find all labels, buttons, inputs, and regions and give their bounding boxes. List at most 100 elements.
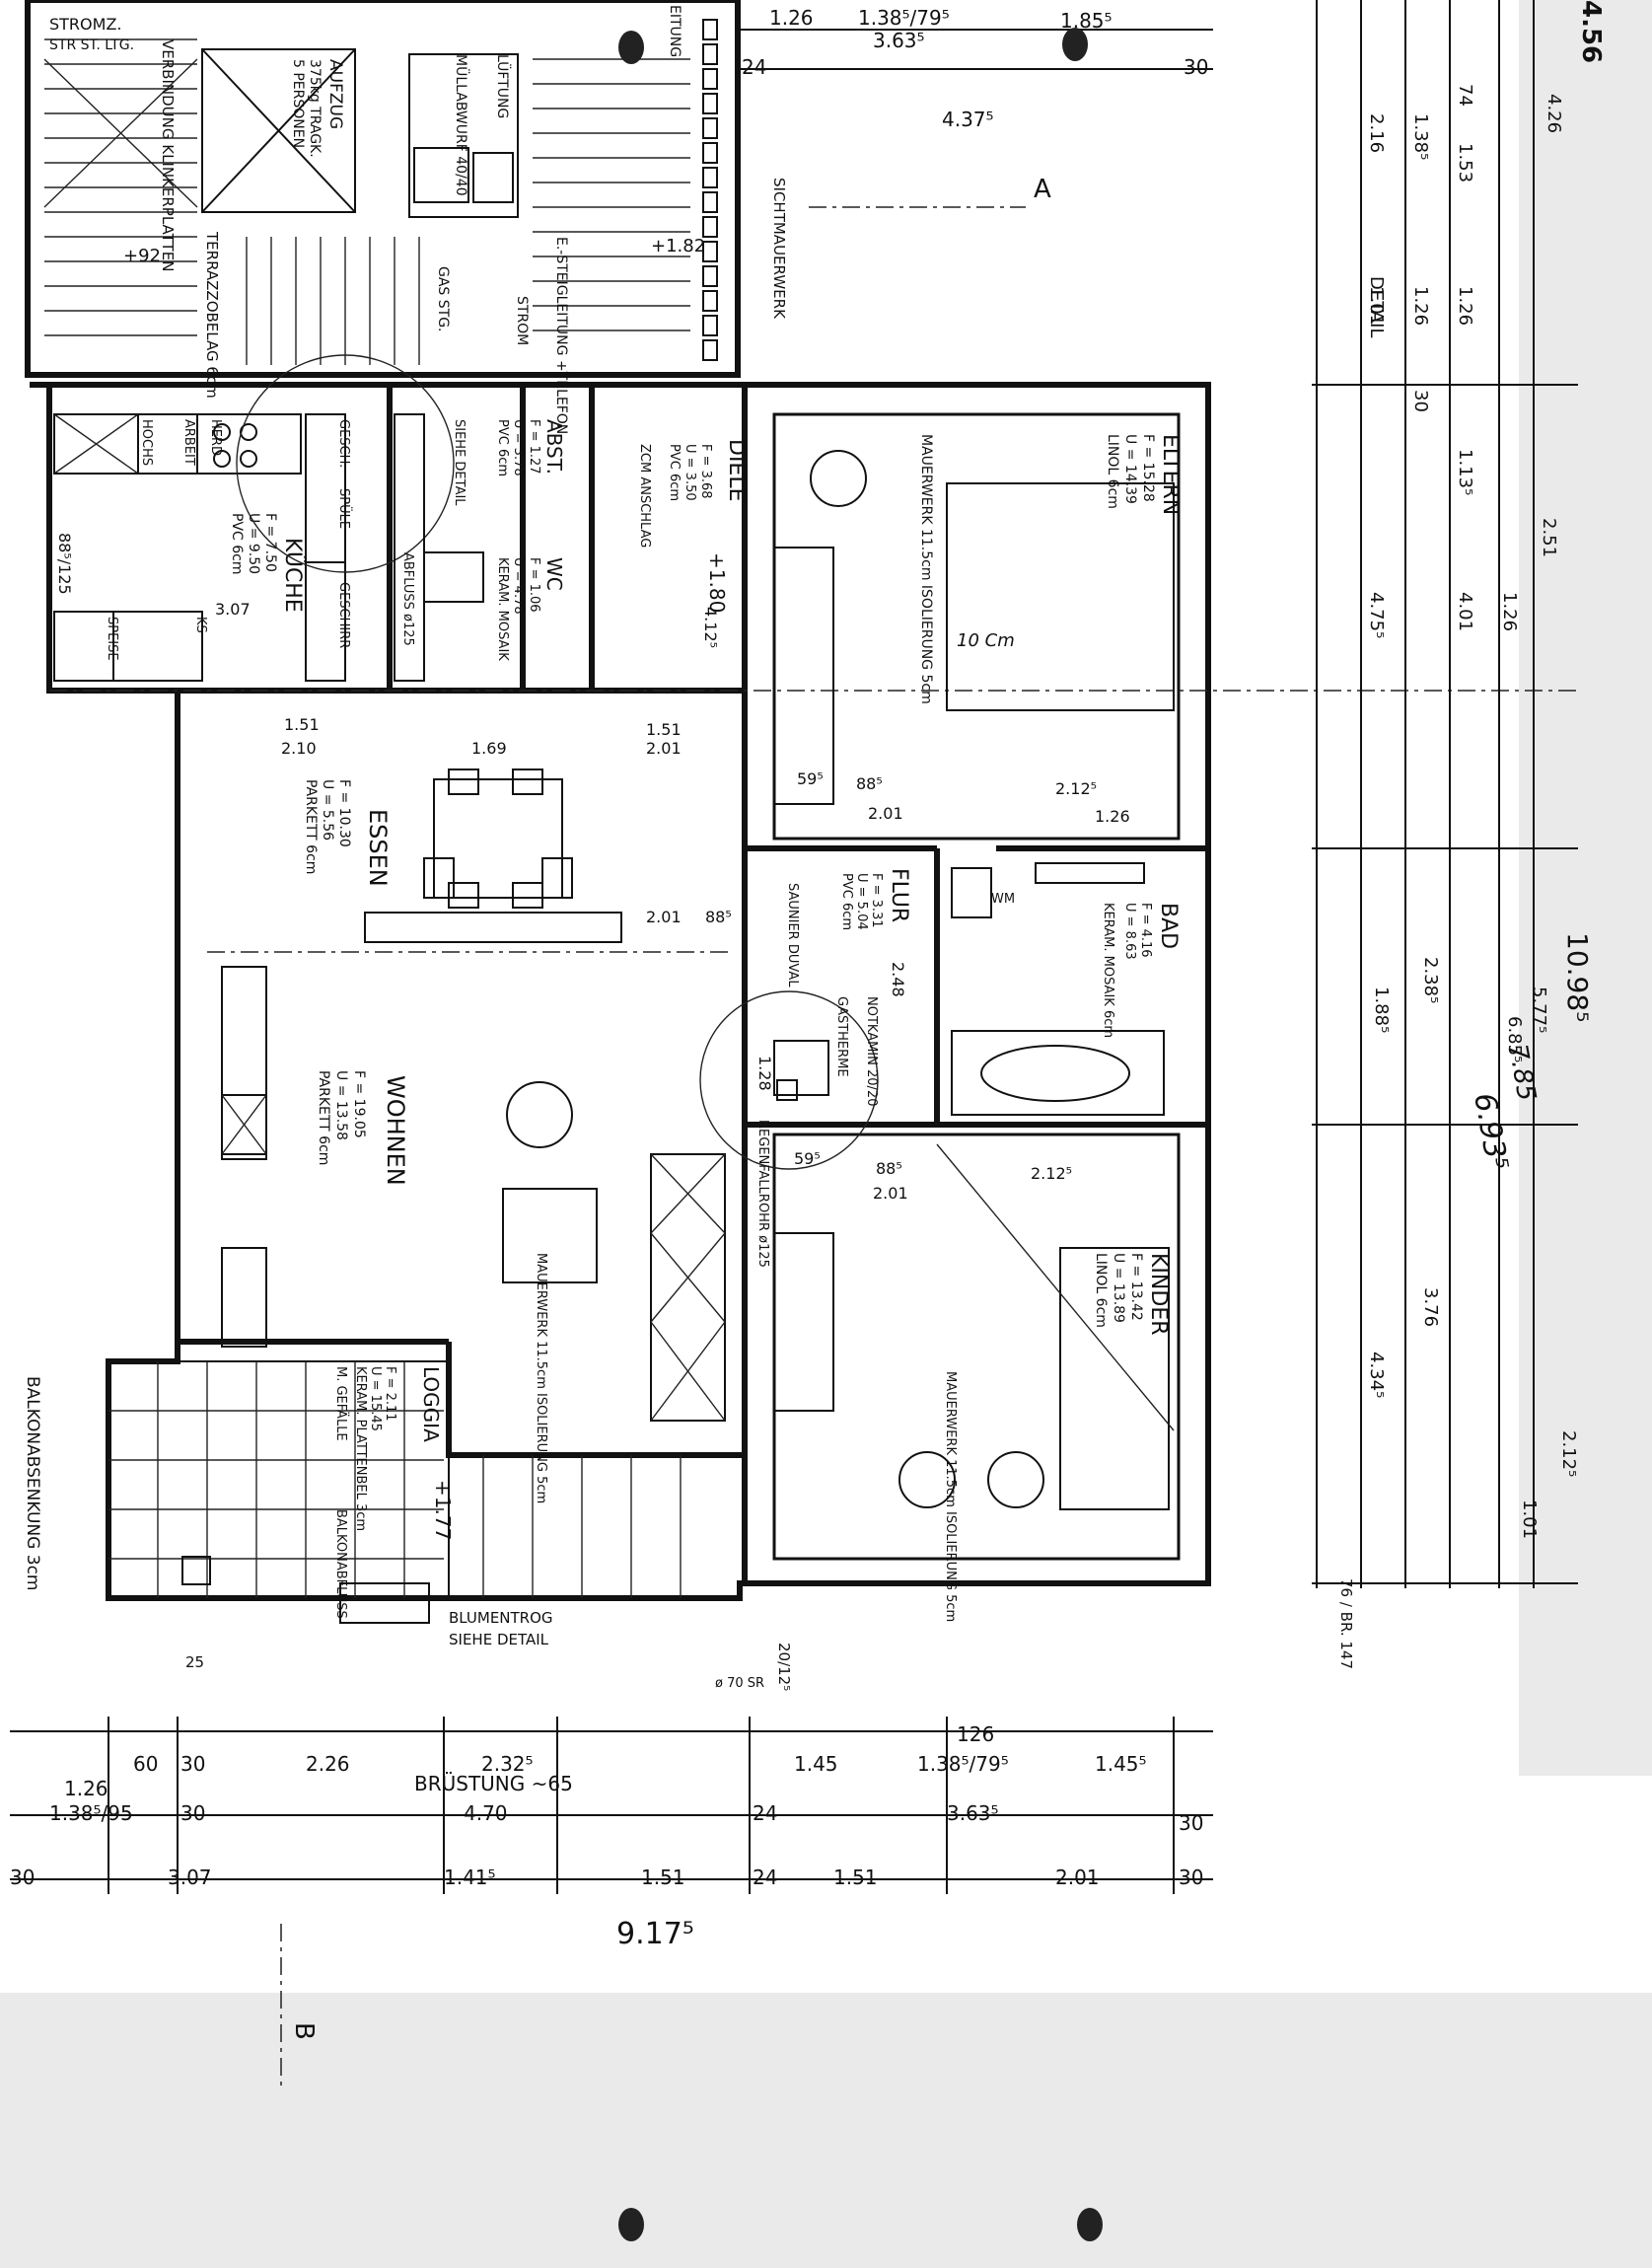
dim-inner-label: 59⁵ — [794, 1149, 821, 1168]
scan-noise-right — [1519, 0, 1652, 1776]
essen-area: F = 10.30 — [336, 779, 352, 847]
dim-bottom-label: 1.45⁵ — [1095, 1752, 1147, 1776]
diele-level: +1.80 — [705, 552, 729, 613]
elevator-capacity: 375kg TRAGK. — [307, 59, 323, 158]
dim-right-label: 1.13⁵ — [1455, 449, 1475, 495]
abst-floor: PVC 6cm — [495, 419, 510, 476]
regenfallrohr-label: REGENFALLROHR ø125 — [755, 1120, 770, 1268]
power-label: STROM — [514, 296, 530, 345]
bad-floor: KERAM. MOSAIK 6cm — [1101, 903, 1115, 1038]
wc-floor: KERAM. MOSAIK — [495, 557, 510, 661]
dim-right-label: 1.01 — [1519, 1500, 1540, 1539]
dim-inner-label: 1.51 — [646, 720, 682, 739]
room-bad: BAD F = 4.16 U = 8.63 KERAM. MOSAIK 6cm … — [951, 862, 1181, 1116]
dim-bottom-label: 30 — [1179, 1866, 1203, 1889]
dim-inner-label: 1.26 — [1095, 807, 1130, 826]
dim-top-label: 1.26 — [769, 6, 814, 30]
diele-area: F = 3.68 — [698, 444, 713, 499]
flur-floor: PVC 6cm — [839, 873, 854, 930]
room-flur: FLUR F = 3.31 U = 5.04 PVC 6cm SAUNIER D… — [699, 868, 911, 1268]
dim-bottom-label: 1.45 — [794, 1752, 838, 1776]
geschirr-label: GESCHIRR — [336, 582, 351, 648]
dim-bottom-label: 1.51 — [833, 1866, 878, 1889]
loggia-name: LOGGIA — [419, 1366, 443, 1442]
dim-inner-label: 1.69 — [471, 739, 507, 758]
notkamin-label: NOTKAMIN 20/20 — [864, 996, 879, 1106]
dim-right-label: 1.53 — [1455, 143, 1475, 183]
flur-name: FLUR — [887, 868, 911, 922]
loggia-floor: KERAM. PLATTENBEL 3cm — [353, 1366, 368, 1531]
wc-perimeter: U = 4.78 — [511, 557, 526, 615]
dim-right-label: 3.76 — [1420, 1287, 1441, 1327]
room-essen: ESSEN F = 10.30 U = 5.56 PARKETT 6cm — [303, 768, 622, 943]
dim-inner-label: 4.12⁵ — [701, 607, 720, 648]
stromz-label: STROMZ. — [49, 15, 122, 34]
elevator-shaft — [201, 48, 356, 213]
dim-bottom-label: 1.26 — [64, 1777, 108, 1800]
sr-label: ø 70 SR — [715, 1676, 764, 1691]
dim-bottom-label: 3.63⁵ — [947, 1801, 999, 1825]
loggia-note: M. GEFÄLLE — [333, 1366, 349, 1441]
saunier-label: SAUNIER DUVAL — [785, 883, 800, 988]
dim-top-label: 30 — [1184, 55, 1208, 79]
dim-top-label: 4.37⁵ — [942, 108, 994, 131]
blumentrog-sub-label: SIEHE DETAIL — [449, 1631, 549, 1648]
wohnen-area: F = 19.05 — [351, 1070, 367, 1138]
wm-label: WM — [991, 892, 1015, 907]
wohnen-note: MAUERWERK 11.5cm ISOLIERUNG 5cm — [534, 1253, 548, 1503]
kinder-area: F = 13.42 — [1128, 1253, 1144, 1321]
dim-right-label: 4.01 — [1455, 592, 1475, 631]
dim-right-label: 1.26 — [1455, 286, 1475, 326]
kitchen: KÜCHE F = 7.50 U = 9.50 PVC 6cm HERD ARB… — [53, 354, 455, 682]
punch-hole — [1077, 2208, 1103, 2241]
wohnen-name: WOHNEN — [382, 1075, 409, 1186]
dim-bottom-label: 3.07 — [168, 1866, 212, 1889]
dim-inner-label: 2.12⁵ — [1031, 1164, 1072, 1183]
room-loggia: LOGGIA F = 2.11 U = 15.45 KERAM. PLATTEN… — [23, 1360, 764, 1691]
gastherme-label: GASTHERME — [834, 996, 849, 1077]
dim-top-label: 24 — [742, 55, 766, 79]
loggia-level: +1.77 — [431, 1480, 455, 1540]
eltern-name: ELTERN — [1158, 434, 1183, 515]
elevator-persons: 5 PERSONEN — [290, 59, 306, 148]
dim-inner-label: 88⁵ — [705, 908, 732, 926]
dim-bottom-label: 1.38⁵/95 — [49, 1801, 133, 1825]
dim-right-overall: 10.98⁵ — [1561, 932, 1594, 1022]
dim-bottom-label: 2.01 — [1055, 1866, 1100, 1889]
punch-hole — [1062, 28, 1088, 61]
wohnen-perimeter: U = 13.58 — [333, 1070, 349, 1140]
balkonabfluss-label: BALKONABFLUSS — [333, 1509, 348, 1619]
service-rooms: ABST. F = 1.27 U = 3.78 PVC 6cm WC F = 1… — [394, 413, 749, 682]
dim-bottom-small-label: 25 — [185, 1653, 204, 1671]
kitchen-floor: PVC 6cm — [229, 513, 245, 575]
eltern-perimeter: U = 14.39 — [1122, 434, 1138, 504]
kinder-perimeter: U = 13.89 — [1111, 1253, 1126, 1323]
scan-noise-bottom — [0, 1993, 1652, 2268]
abfluss-label: ABFLUSS ø125 — [400, 552, 415, 646]
wc-name: WC — [542, 557, 566, 591]
abst-perimeter: U = 3.78 — [511, 419, 526, 476]
bad-perimeter: U = 8.63 — [1122, 903, 1137, 960]
level-92: +92 — [123, 246, 161, 266]
detail-circle — [236, 354, 455, 573]
punch-hole — [618, 2208, 644, 2241]
plant-trough — [339, 1582, 430, 1624]
dim-bottom-label: 24 — [753, 1801, 777, 1825]
abst-area: F = 1.27 — [527, 419, 541, 475]
dim-inner-label: 2.01 — [873, 1184, 908, 1203]
dim-right-total: 4.56 — [1576, 0, 1606, 63]
abst-name: ABST. — [542, 419, 566, 475]
dim-bottom-label: 1.51 — [641, 1866, 685, 1889]
arbeit-label: ARBEIT — [181, 419, 196, 466]
dim-bottom-total: 9.17⁵ — [616, 1917, 694, 1951]
dim-inner-label: 2.48 — [889, 962, 907, 997]
level-182: +1.82 — [651, 236, 705, 256]
speise-label: SPEISE — [105, 617, 119, 661]
dim-inner-label: 3.07 — [215, 600, 251, 619]
sichtmauerwerk-label: SICHTMAUERWERK — [770, 178, 788, 320]
